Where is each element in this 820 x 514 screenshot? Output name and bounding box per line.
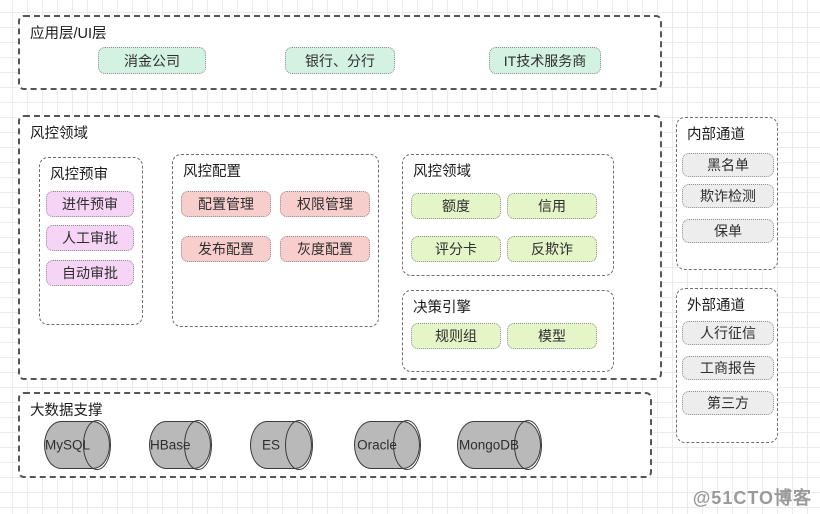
cylinder-cap-icon — [284, 420, 313, 470]
node-config-management: 配置管理 — [181, 191, 271, 217]
db-label-oracle: Oracle — [357, 437, 397, 453]
node-permission-management: 权限管理 — [280, 191, 370, 217]
node-it-service-provider: IT技术服务商 — [489, 47, 601, 74]
node-bank-branch: 银行、分行 — [285, 47, 395, 74]
node-anti-fraud: 反欺诈 — [507, 236, 597, 262]
cylinder-cap-icon — [513, 420, 542, 470]
node-fraud-detection: 欺诈检测 — [682, 184, 774, 208]
node-intake-pre-review: 进件预审 — [46, 191, 134, 217]
node-quota: 额度 — [411, 193, 501, 219]
group-decision-engine-label: 决策引擎 — [413, 300, 471, 316]
panel-external-channel-label: 外部通道 — [687, 298, 745, 314]
db-cylinder-mysql: MySQL — [44, 420, 111, 470]
node-gray-config: 灰度配置 — [280, 236, 370, 262]
group-risk-config: 风控配置 配置管理 权限管理 发布配置 灰度配置 — [172, 154, 379, 327]
app-ui-layer-container: 应用层/UI层 消金公司 银行、分行 IT技术服务商 — [18, 15, 662, 90]
db-cylinder-mongodb: MongoDB — [457, 420, 542, 470]
db-label-mongodb: MongoDB — [458, 437, 520, 453]
group-risk-domain-inner: 风控领域 额度 信用 评分卡 反欺诈 — [402, 154, 614, 276]
node-rule-group: 规则组 — [411, 323, 501, 349]
bigdata-layer-label: 大数据支撑 — [30, 403, 103, 419]
panel-external-channel: 外部通道 人行征信 工商报告 第三方 — [676, 288, 778, 443]
node-insurance-policy: 保单 — [682, 219, 774, 243]
group-decision-engine: 决策引擎 规则组 模型 — [402, 290, 614, 372]
node-business-report: 工商报告 — [682, 356, 774, 380]
group-risk-config-label: 风控配置 — [183, 164, 241, 180]
group-risk-domain-inner-label: 风控领域 — [413, 164, 471, 180]
panel-internal-channel-label: 内部通道 — [687, 127, 745, 143]
node-release-config: 发布配置 — [181, 236, 271, 262]
db-label-hbase: HBase — [150, 437, 191, 453]
node-model: 模型 — [507, 323, 597, 349]
db-label-mysql: MySQL — [45, 437, 91, 453]
site-watermark: @51CTO博客 — [692, 488, 812, 508]
db-cylinder-hbase: HBase — [149, 420, 212, 470]
bigdata-layer-container: 大数据支撑 MySQL HBase ES Oracle MongoDB — [18, 392, 652, 478]
cylinder-cap-icon — [82, 420, 111, 470]
db-cylinder-oracle: Oracle — [354, 420, 421, 470]
node-credit: 信用 — [507, 193, 597, 219]
node-manual-approval: 人工审批 — [46, 225, 134, 251]
app-ui-layer-label: 应用层/UI层 — [30, 26, 107, 42]
node-blacklist: 黑名单 — [682, 153, 774, 177]
risk-domain-label: 风控领域 — [30, 126, 88, 142]
db-cylinder-es: ES — [250, 420, 313, 470]
group-risk-pre-review: 风控预审 进件预审 人工审批 自动审批 — [39, 157, 143, 325]
node-third-party: 第三方 — [682, 391, 774, 415]
risk-domain-container: 风控领域 风控预审 进件预审 人工审批 自动审批 风控配置 配置管理 权限管理 … — [18, 115, 662, 380]
cylinder-cap-icon — [183, 420, 212, 470]
node-score-card: 评分卡 — [411, 236, 501, 262]
node-pboc-credit: 人行征信 — [682, 321, 774, 345]
panel-internal-channel: 内部通道 黑名单 欺诈检测 保单 — [676, 117, 778, 270]
node-auto-approval: 自动审批 — [46, 260, 134, 286]
group-risk-pre-review-label: 风控预审 — [50, 167, 108, 183]
cylinder-cap-icon — [392, 420, 421, 470]
node-consumer-finance-company: 消金公司 — [98, 47, 206, 74]
db-label-es: ES — [261, 437, 280, 453]
